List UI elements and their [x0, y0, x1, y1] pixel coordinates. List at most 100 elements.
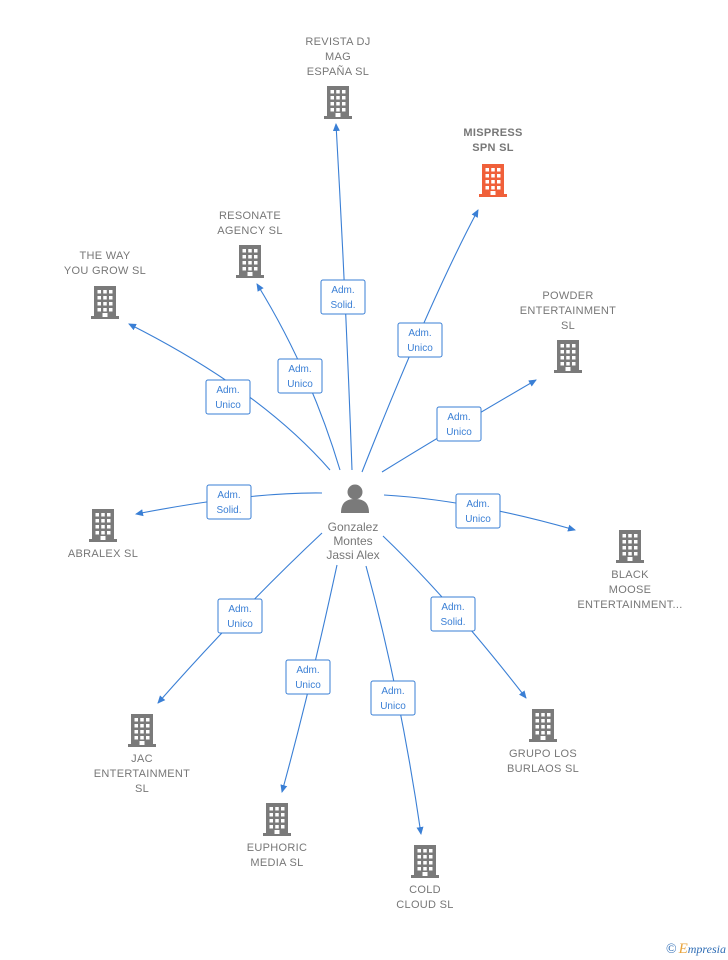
person-name-line-1: Gonzalez — [328, 520, 379, 534]
edge-abralex[interactable]: Adm. Solid. — [135, 484, 323, 520]
company-name: ESPAÑA SL — [307, 65, 369, 78]
company-name: ENTERTAINMENT — [520, 305, 616, 317]
role-badge-text: Unico — [215, 400, 241, 411]
role-badge[interactable]: Adm. Unico — [436, 406, 482, 442]
role-badge-text: Unico — [465, 514, 491, 525]
center-person[interactable]: Gonzalez Montes Jassi Alex — [326, 484, 380, 563]
role-badge-text: Adm. — [441, 602, 464, 613]
company-name: SPN SL — [472, 142, 514, 154]
company-node-theway[interactable]: THE WAY YOU GROW SL — [64, 250, 146, 319]
brand-footer: ©Empresia — [666, 941, 726, 958]
edge-powder[interactable]: Adm. Unico — [381, 379, 537, 473]
company-name: POWDER — [542, 290, 593, 302]
role-badge-text: Solid. — [440, 617, 465, 628]
role-badge[interactable]: Adm. Solid. — [430, 596, 476, 632]
role-badge[interactable]: Adm.Unico — [217, 598, 263, 634]
role-badge-text: Unico — [380, 701, 406, 712]
role-badge-text: Solid. — [216, 505, 241, 516]
role-badge-text: Adm. — [447, 412, 470, 423]
edge-resonate[interactable]: Adm.Unico — [256, 283, 341, 471]
company-node-blackmoose[interactable]: BLACKMOOSEENTERTAINMENT... — [577, 530, 682, 611]
role-badge[interactable]: Adm. Unico — [455, 493, 501, 529]
role-badge-text: Adm. — [217, 490, 240, 501]
company-node-euphoric[interactable]: EUPHORIC MEDIA SL — [247, 803, 307, 869]
role-badge[interactable]: Adm. Unico — [285, 659, 331, 695]
role-badge-box — [206, 484, 252, 520]
building-icon — [411, 845, 439, 878]
person-name-line-3: Jassi Alex — [326, 548, 379, 562]
company-name: THE WAY — [80, 250, 131, 262]
person-icon — [341, 484, 369, 513]
company-name: COLD — [409, 884, 441, 896]
building-icon — [529, 709, 557, 742]
building-icon — [236, 245, 264, 278]
edge-euphoric[interactable]: Adm. Unico — [280, 564, 338, 793]
company-node-abralex[interactable]: ABRALEX SL — [68, 509, 138, 560]
company-name: MEDIA SL — [250, 857, 303, 869]
role-badge-box — [277, 358, 323, 394]
company-node-resonate[interactable]: RESONATE AGENCY SL — [217, 210, 282, 278]
role-badge-box — [285, 659, 331, 695]
role-badge-box — [205, 379, 251, 415]
building-icon — [554, 340, 582, 373]
edge-coldcloud[interactable]: Adm.Unico — [365, 565, 424, 835]
edge-revista[interactable]: Adm. Solid. — [320, 123, 366, 471]
role-badge-text: Adm. — [288, 364, 311, 375]
role-badge-text: Unico — [407, 343, 433, 354]
building-icon — [479, 164, 507, 197]
role-badge[interactable]: Adm. Unico — [397, 322, 443, 358]
edge-grupo[interactable]: Adm. Solid. — [382, 535, 527, 699]
company-name: GRUPO LOS — [509, 748, 577, 760]
company-node-mispress[interactable]: MISPRESS SPN SL — [463, 127, 522, 197]
company-name: RESONATE — [219, 210, 281, 222]
role-badge-box — [320, 279, 366, 315]
person-name-line-2: Montes — [333, 534, 372, 548]
role-badge-text: Adm. — [466, 499, 489, 510]
role-badge[interactable]: Adm. Unico — [205, 379, 251, 415]
company-name: SL — [135, 783, 149, 795]
company-name: ENTERTAINMENT — [94, 768, 190, 780]
role-badge[interactable]: Adm. Solid. — [206, 484, 252, 520]
company-name: YOU GROW SL — [64, 265, 146, 277]
role-badge-box — [455, 493, 501, 529]
role-badge-text: Adm. — [296, 665, 319, 676]
company-name: MISPRESS — [463, 127, 522, 139]
role-badge-box — [397, 322, 443, 358]
building-icon — [91, 286, 119, 319]
copyright-symbol: © — [665, 942, 677, 957]
company-name: ENTERTAINMENT... — [577, 599, 682, 611]
role-badge-text: Adm. — [216, 385, 239, 396]
building-icon — [128, 714, 156, 747]
company-name: EUPHORIC — [247, 842, 307, 854]
role-badge-text: Unico — [446, 427, 472, 438]
role-badge[interactable]: Adm.Unico — [277, 358, 323, 394]
role-badge-text: Solid. — [330, 300, 355, 311]
company-node-grupo[interactable]: GRUPO LOS BURLAOS SL — [507, 709, 579, 775]
role-badge[interactable]: Adm.Unico — [370, 680, 416, 716]
role-badge-text: Adm. — [331, 285, 354, 296]
role-badge-text: Adm. — [408, 328, 431, 339]
company-name: AGENCY SL — [217, 225, 282, 237]
edge-blackmoose[interactable]: Adm. Unico — [383, 493, 576, 532]
role-badge-box — [217, 598, 263, 634]
role-badge-text: Unico — [295, 680, 321, 691]
company-name: MOOSE — [609, 584, 651, 596]
building-icon — [89, 509, 117, 542]
company-name: BURLAOS SL — [507, 763, 579, 775]
role-badge-box — [436, 406, 482, 442]
role-badge-box — [370, 680, 416, 716]
company-name: ABRALEX SL — [68, 548, 138, 560]
edge-jac[interactable]: Adm. Unico — [157, 532, 323, 704]
role-badge[interactable]: Adm. Solid. — [320, 279, 366, 315]
edge-mispress[interactable]: Adm. Unico — [361, 209, 479, 473]
brand-logo-initial: E — [678, 941, 688, 957]
company-name: MAG — [325, 51, 351, 63]
edge-theway[interactable]: Adm. Unico — [128, 323, 331, 471]
role-badge-box — [430, 596, 476, 632]
building-icon — [263, 803, 291, 836]
